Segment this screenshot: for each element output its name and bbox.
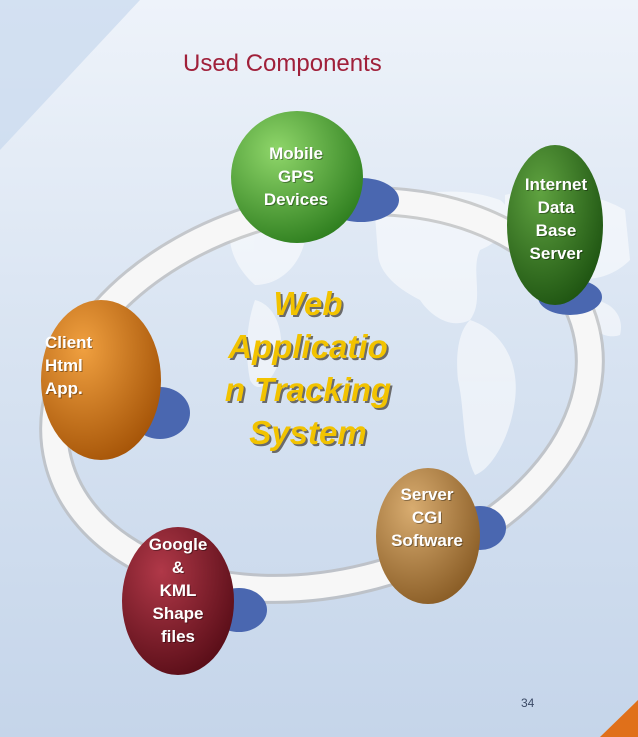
corner-decoration-top <box>0 0 140 150</box>
internet-node-circle <box>507 145 603 305</box>
server-cgi-software-label: Server CGI Software <box>391 485 463 550</box>
web-application-tracking-system-label: Web Applicatio n Tracking System <box>224 285 392 451</box>
mobile-node-circle <box>231 111 363 243</box>
client-html-app-label: Client Html App. <box>45 333 93 398</box>
mobile-gps-devices-label: Mobile GPS Devices <box>263 144 329 209</box>
internet-database-server-label: Internet Data Base Server <box>524 175 588 263</box>
google-node-circle <box>122 527 234 675</box>
slide-title: Used Components <box>183 50 382 77</box>
corner-decoration-bottom <box>600 700 638 737</box>
server-node-circle <box>376 468 480 604</box>
client-node-circle <box>41 300 161 460</box>
page-number: 34 <box>521 696 535 710</box>
google-kml-shape-files-label: Google & KML Shape files <box>148 535 208 646</box>
